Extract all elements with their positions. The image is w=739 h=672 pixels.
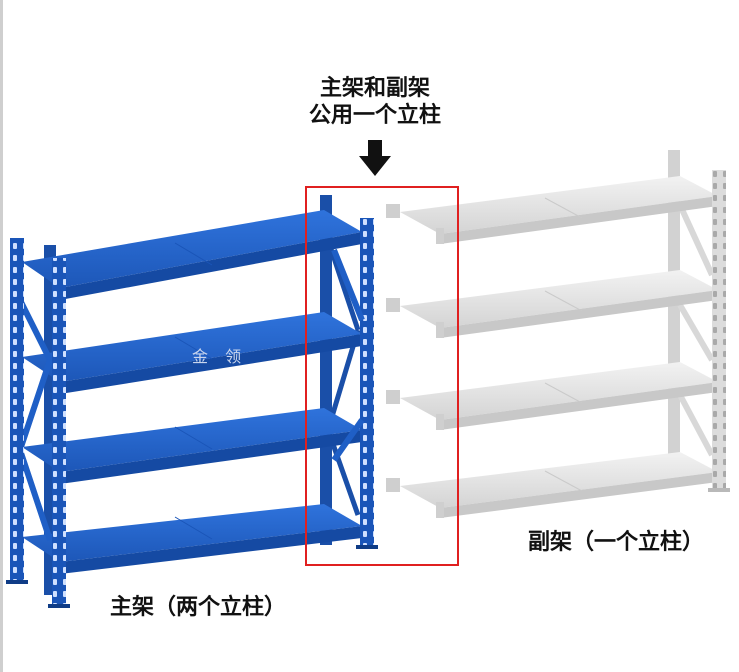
watermark-text: 金 领: [192, 347, 248, 366]
sub-frame-shelf: [386, 150, 730, 518]
image-border: [0, 0, 3, 672]
callout-line-2: 公用一个立柱: [308, 103, 441, 128]
shared-upright-callout: 主架和副架 公用一个立柱: [300, 76, 450, 130]
main-back-braces: [325, 239, 361, 516]
shared-upright-highlight-box: [305, 186, 459, 566]
sub-braces: [677, 203, 715, 457]
main-frame-label: 主架（两个立柱）: [110, 595, 287, 620]
sub-frame-label: 副架（一个立柱）: [528, 530, 705, 555]
main-front-left-braces: [17, 298, 53, 541]
sub-front-upright: [712, 170, 726, 490]
main-front-right-upright: [360, 218, 374, 548]
main-front-left-upright-b: [52, 258, 66, 608]
sub-shelves: [400, 176, 718, 518]
main-front-right-braces: [331, 248, 365, 462]
main-back-right-upright: [320, 195, 332, 545]
down-arrow-icon: [359, 140, 391, 176]
callout-line-1: 主架和副架: [319, 76, 430, 101]
main-frame-shelf: [6, 195, 378, 608]
main-shelves: [22, 210, 362, 574]
sub-beam-connectors: [386, 204, 444, 518]
main-front-left-upright-a: [10, 238, 24, 583]
